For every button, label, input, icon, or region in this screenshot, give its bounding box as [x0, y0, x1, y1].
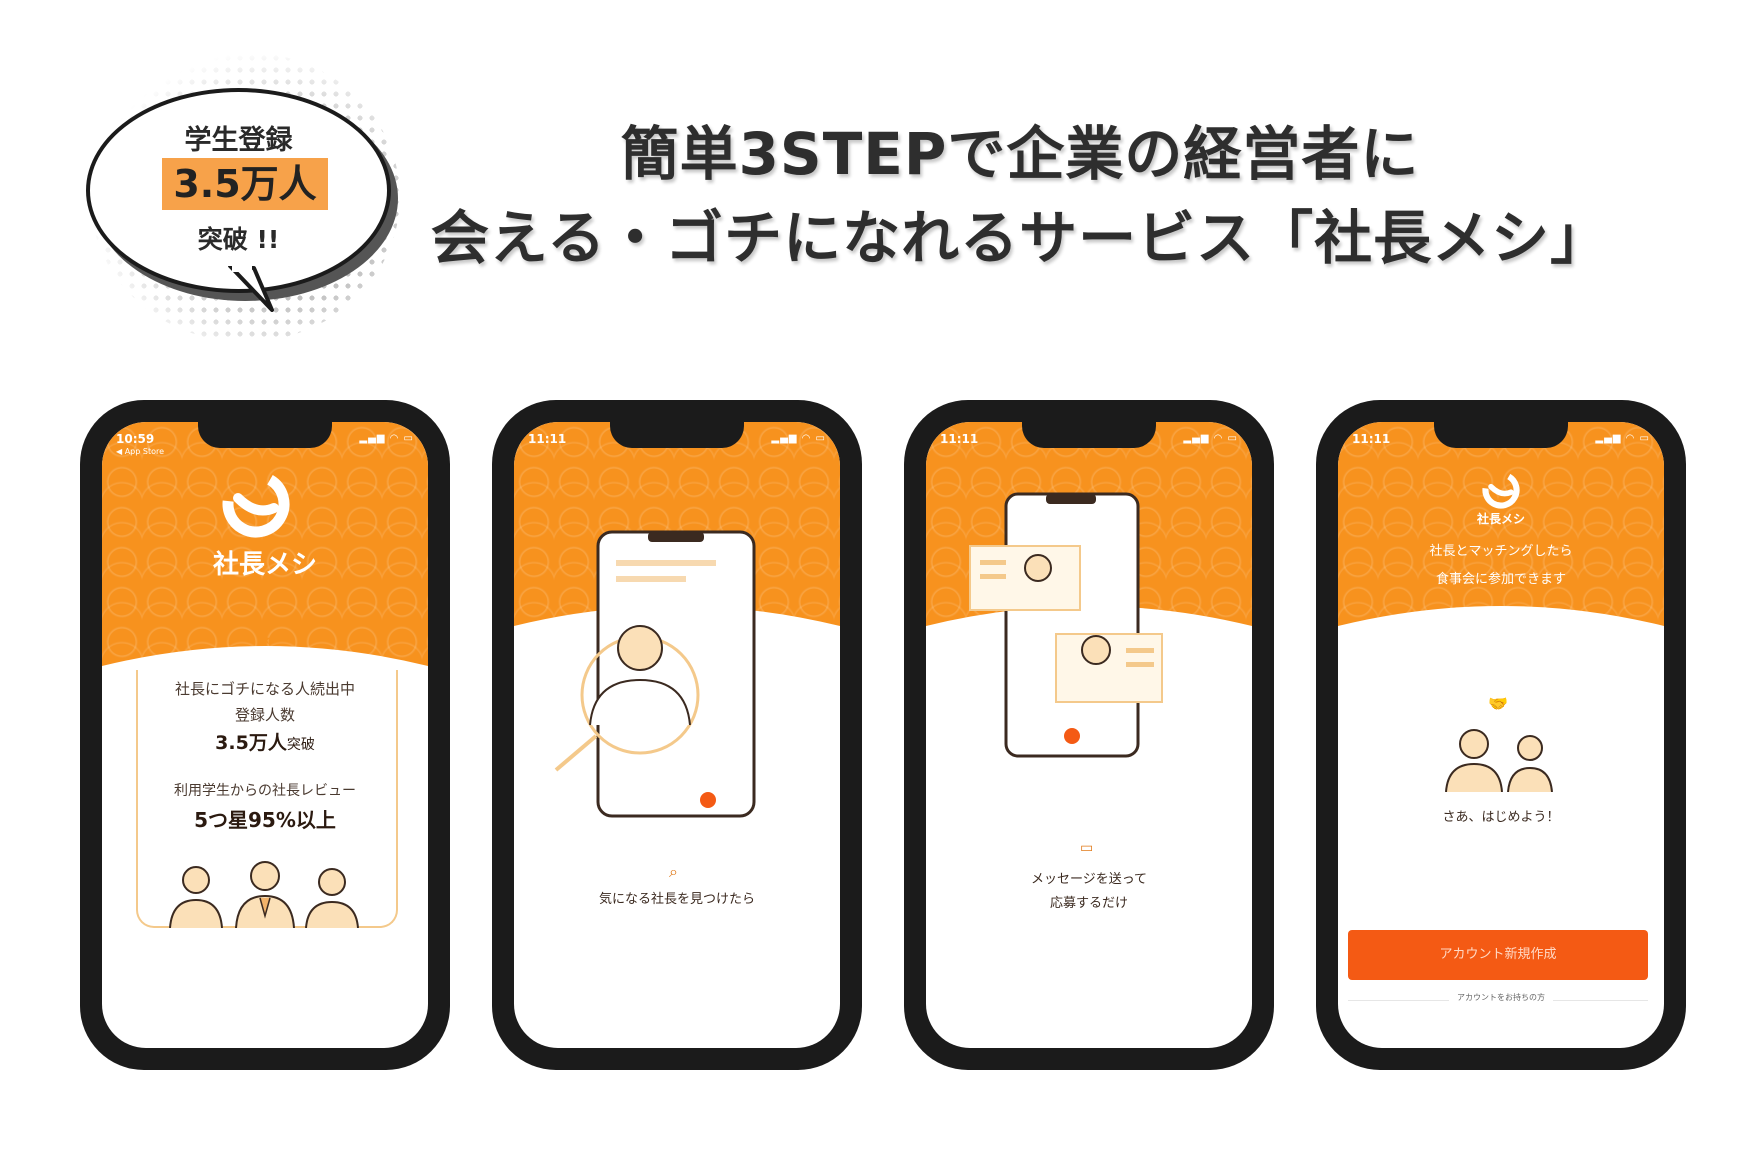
have-account-label[interactable]: アカウントをお持ちの方 [1338, 992, 1664, 1003]
signal-wifi-battery-icon: ▂▄▆ ◠ ▭ [771, 433, 826, 444]
shachomeshi-s-logo-icon [222, 470, 290, 538]
bubble-count: 3.5万人 [162, 158, 328, 210]
registrations-label: 登録人数 [234, 706, 295, 724]
people-illustration [169, 861, 359, 928]
notch [610, 422, 744, 448]
phone-3-screen: 11:11 ▂▄▆ ◠ ▭ ▭ メッセージを送って 応募するだけ [926, 422, 1252, 1048]
message-icon: ▭ [1080, 840, 1094, 856]
headline-line2: 会える・ゴチになれるサービス「社長メシ」 [430, 204, 1610, 272]
greeting-text: さあ、はじめよう！ [1442, 810, 1560, 825]
bubble-suffix: 突破 !! [197, 225, 280, 254]
have-account-text: アカウントをお持ちの方 [1449, 993, 1553, 1002]
status-bar: 10:59 ◀ App Store ▂▄▆ ◠ ▭ [116, 432, 414, 456]
review-label: 利用学生からの社長レビュー [174, 783, 356, 799]
signal-wifi-battery-icon: ▂▄▆ ◠ ▭ [359, 433, 414, 444]
headline-line1: 簡単3STEPで企業の経営者に [620, 120, 1420, 188]
star-icon: ★ [259, 632, 272, 648]
hero-wave [102, 646, 428, 696]
status-bar: 11:11 ▂▄▆ ◠ ▭ [528, 432, 826, 448]
phone-2: 11:11 ▂▄▆ ◠ ▭ ⌕ 気になる社長を見つけたら [492, 400, 862, 1070]
speech-bubble [86, 88, 391, 293]
status-time: 11:11 [940, 432, 979, 446]
intro-text: 社長にゴチになる人続出中 [174, 680, 355, 698]
tagline-line2: 食事会に参加できます [1435, 572, 1566, 587]
back-to-app-store[interactable]: ◀ App Store [116, 447, 165, 456]
create-account-button[interactable]: アカウント新規作成 [1348, 930, 1648, 980]
shachomeshi-s-logo-icon [1482, 471, 1520, 509]
registrations-value: 3.5万人突破 [102, 728, 428, 755]
status-time: 10:59 [116, 432, 155, 446]
notch [198, 422, 332, 448]
tagline-line1: 社長とマッチングしたら [1429, 544, 1573, 559]
signal-wifi-battery-icon: ▂▄▆ ◠ ▭ [1595, 433, 1650, 444]
status-time: 11:11 [528, 432, 567, 446]
phone-1-screen: 10:59 ◀ App Store ▂▄▆ ◠ ▭ 社長メシ ★ 社長にゴチにな… [102, 422, 428, 1048]
notch [1022, 422, 1156, 448]
hero-pattern [102, 422, 428, 666]
bubble-tail [228, 266, 274, 312]
step1-caption: 気になる社長を見つけたら [598, 892, 755, 907]
step2-caption-line1: メッセージを送って [1030, 872, 1148, 887]
phone-4: 11:11 ▂▄▆ ◠ ▭ 社長メシ 社長とマッチングしたら 食事会に参加できま… [1316, 400, 1686, 1070]
step2-caption-line2: 応募するだけ [1049, 896, 1128, 911]
status-bar: 11:11 ▂▄▆ ◠ ▭ [1352, 432, 1650, 448]
handshake-icon: 🤝 [1488, 694, 1508, 713]
review-value: 5つ星95%以上 [194, 808, 336, 832]
registrations-number: 3.5万人 [215, 732, 287, 754]
phone-4-screen: 11:11 ▂▄▆ ◠ ▭ 社長メシ 社長とマッチングしたら 食事会に参加できま… [1338, 422, 1664, 1048]
celebration-illustration [1445, 729, 1553, 792]
notch [1434, 422, 1568, 448]
headline: 簡単3STEPで企業の経営者に 会える・ゴチになれるサービス「社長メシ」 [420, 112, 1620, 280]
message-illustration [969, 492, 1163, 758]
search-icon: ⌕ [669, 862, 678, 881]
registrations-suffix: 突破 [286, 737, 315, 753]
phone-1: 10:59 ◀ App Store ▂▄▆ ◠ ▭ 社長メシ ★ 社長にゴチにな… [80, 400, 450, 1070]
signal-wifi-battery-icon: ▂▄▆ ◠ ▭ [1183, 433, 1238, 444]
phone-2-screen: 11:11 ▂▄▆ ◠ ▭ ⌕ 気になる社長を見つけたら [514, 422, 840, 1048]
phone-3: 11:11 ▂▄▆ ◠ ▭ ▭ メッセージを送って 応募するだけ [904, 400, 1274, 1070]
hero-pattern [1338, 422, 1664, 626]
status-time: 11:11 [1352, 432, 1391, 446]
status-bar: 11:11 ▂▄▆ ◠ ▭ [940, 432, 1238, 448]
bubble-label: 学生登録 [184, 125, 293, 156]
logo-text: 社長メシ [212, 550, 317, 580]
hero-wave [1338, 606, 1664, 656]
search-illustration [554, 530, 756, 818]
logo-text: 社長メシ [1476, 512, 1525, 526]
